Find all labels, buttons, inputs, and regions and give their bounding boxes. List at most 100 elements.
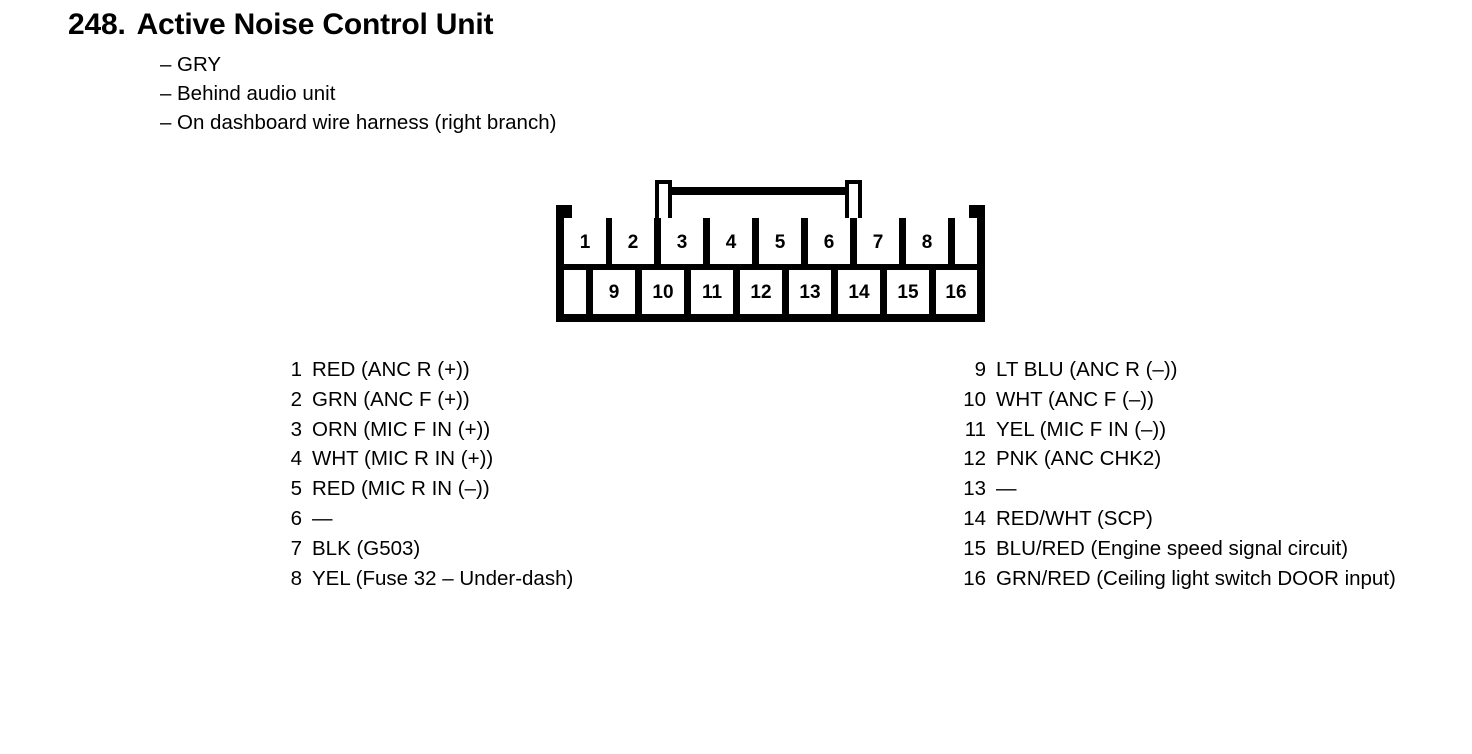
pin-legend-number: 2 [290,387,302,411]
pin-cell-15 [887,270,929,314]
pin-legend-number: 4 [290,447,302,471]
pin-label-14: 14 [848,282,870,303]
subtitle-text: Behind audio unit [177,82,336,105]
pin-legend-row: 3 ORN (MIC F IN (+)) [276,418,573,448]
subtitle-list: –GRY –Behind audio unit –On dashboard wi… [68,50,556,137]
subtitle-text: GRY [177,53,222,76]
pin-cell-9 [593,270,635,314]
pin-label-16: 16 [945,282,966,303]
pin-legend-number: 6 [290,506,302,530]
pin-label-3: 3 [677,232,688,253]
pin-label-4: 4 [726,232,737,253]
connector-pinout-diagram: 1 2 3 4 5 6 7 8 9 10 11 12 13 14 15 16 [548,172,993,330]
latch-bar [668,187,849,195]
pin-legend-desc: YEL (Fuse 32 – Under-dash) [312,566,574,590]
pin-legend-row: 8 YEL (Fuse 32 – Under-dash) [276,566,574,597]
pin-cell-bottom-blank [564,270,586,314]
pin-legend-number: 9 [974,358,986,381]
pin-label-11: 11 [702,282,723,303]
page-title-number: 248. [68,8,126,41]
pin-legend-number: 1 [290,358,302,381]
pin-legend-desc: — [996,477,1017,501]
pin-legend-desc: PNK (ANC CHK2) [996,447,1162,471]
pin-label-9: 9 [609,282,620,303]
pin-legend-row: 12 PNK (ANC CHK2) [960,447,1396,477]
pin-cell-4 [710,218,752,264]
pin-cell-7 [857,218,899,264]
pin-legend-right: 9 LT BLU (ANC R (–)) 10 WHT (ANC F (–)) … [960,358,1396,596]
pin-legend-row: 15 BLU/RED (Engine speed signal circuit) [960,537,1396,567]
pin-cell-3 [661,218,703,264]
pin-legend-row: 4 WHT (MIC R IN (+)) [276,447,573,477]
pin-legend-number: 7 [290,536,302,560]
pin-cell-5 [759,218,801,264]
latch-post-right-inner [849,184,858,220]
pin-legend-left: 1 RED (ANC R (+)) 2 GRN (ANC F (+)) 3 OR… [276,358,574,597]
page-title: 248. Active Noise Control Unit [68,6,556,44]
pin-cell-12 [740,270,782,314]
pin-cell-top-blank [955,218,977,264]
pin-legend-number: 10 [963,387,986,411]
bullet-dash: – [160,82,172,105]
pin-legend-number: 14 [963,506,986,530]
pin-legend-number: 8 [290,566,302,590]
pin-legend-desc: GRN/RED (Ceiling light switch DOOR input… [996,566,1396,590]
latch-post-left-inner [659,184,668,220]
pin-legend-row: 13 — [960,477,1396,507]
connector-top-row [564,218,977,264]
heading-block: 248.Active Noise Control Unit –GRY –Behi… [68,6,556,137]
pin-label-5: 5 [775,232,786,253]
pin-legend-row: 6 — [276,507,573,537]
pin-legend-desc: RED (ANC R (+)) [312,358,470,381]
pin-label-7: 7 [873,232,884,253]
pin-legend-number: 16 [963,566,986,590]
pin-legend-desc: GRN (ANC F (+)) [312,387,470,411]
pin-legend-row: 16 GRN/RED (Ceiling light switch DOOR in… [960,567,1396,597]
pin-cell-1 [564,218,606,264]
pin-cell-11 [691,270,733,314]
pin-legend-desc: YEL (MIC F IN (–)) [996,417,1167,441]
pin-label-8: 8 [922,232,933,253]
pin-legend-number: 3 [290,417,302,441]
pin-cell-2 [612,218,654,264]
pin-legend-row: 10 WHT (ANC F (–)) [960,388,1396,418]
pin-legend-desc: LT BLU (ANC R (–)) [996,358,1178,381]
pin-legend-row: 9 LT BLU (ANC R (–)) [960,358,1396,388]
pin-legend-row: 1 RED (ANC R (+)) [276,358,573,388]
pin-legend-row: 2 GRN (ANC F (+)) [276,388,573,418]
pin-legend-number: 15 [963,536,986,560]
subtitle-item: –GRY [160,50,556,79]
pin-legend-number: 13 [963,477,986,501]
pin-legend-row: 7 BLK (G503) [276,537,573,567]
connector-bottom-row [564,270,977,314]
pin-label-1: 1 [580,232,591,253]
pin-legend-number: 12 [963,447,986,471]
pin-legend-desc: BLK (G503) [312,536,421,560]
pin-cell-8 [906,218,948,264]
pin-label-2: 2 [628,232,639,253]
subtitle-item: –On dashboard wire harness (right branch… [160,108,556,137]
pin-legend-desc: WHT (MIC R IN (+)) [312,447,494,471]
pin-cell-16 [936,270,977,314]
pin-legend-row: 5 RED (MIC R IN (–)) [276,477,573,507]
pin-legend-desc: RED/WHT (SCP) [996,506,1153,530]
pin-cell-13 [789,270,831,314]
pin-legend-desc: ORN (MIC F IN (+)) [312,417,491,441]
pin-label-12: 12 [750,282,771,303]
pin-label-10: 10 [652,282,673,303]
pin-legend-desc: — [312,506,333,530]
pin-legend-number: 5 [290,477,302,501]
bullet-dash: – [160,111,172,134]
pin-label-6: 6 [824,232,835,253]
pin-cell-14 [838,270,880,314]
pin-legend-desc: BLU/RED (Engine speed signal circuit) [996,536,1349,560]
connector-latch [655,180,862,220]
page-title-text: Active Noise Control Unit [136,8,494,41]
pin-label-13: 13 [799,282,820,303]
pin-legend-desc: RED (MIC R IN (–)) [312,477,490,501]
bullet-dash: – [160,53,172,76]
subtitle-item: –Behind audio unit [160,79,556,108]
pin-cell-6 [808,218,850,264]
subtitle-text: On dashboard wire harness (right branch) [177,111,557,134]
pin-legend-number: 11 [964,417,986,441]
